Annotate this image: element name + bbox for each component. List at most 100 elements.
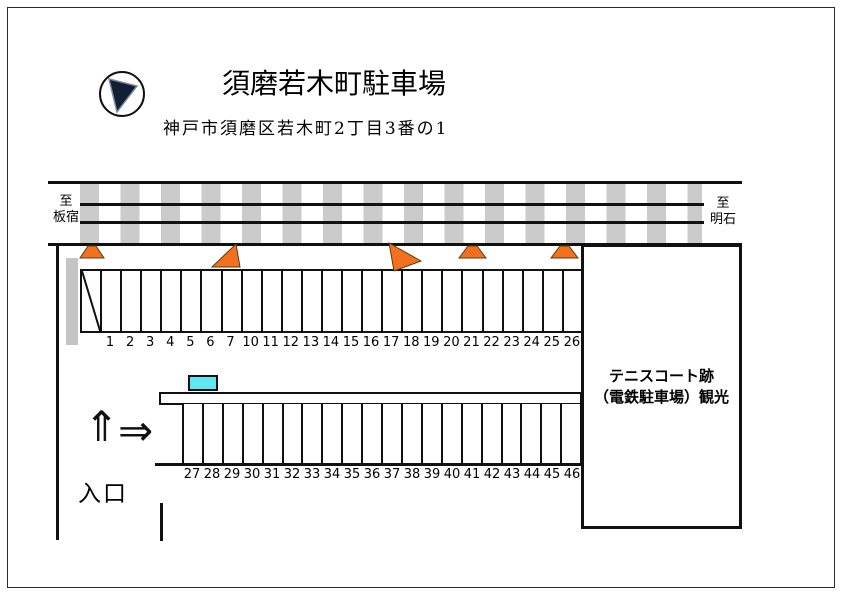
parking-space bbox=[261, 404, 282, 464]
space-number-label: 15 bbox=[342, 335, 360, 350]
parking-space bbox=[243, 271, 263, 331]
parking-space bbox=[283, 271, 303, 331]
space-number-label: 46 bbox=[563, 467, 581, 482]
destination-label-akashi: 至 明石 bbox=[702, 196, 744, 228]
row-bottom-cells bbox=[182, 404, 582, 464]
space-number-label: 37 bbox=[383, 467, 401, 482]
destination-name: 板宿 bbox=[52, 210, 79, 225]
parking-space bbox=[564, 271, 582, 331]
company-logo-icon bbox=[99, 71, 145, 117]
space-number-label: 40 bbox=[443, 467, 461, 482]
parking-space bbox=[182, 404, 202, 464]
space-number-label: 16 bbox=[362, 335, 380, 350]
parking-space bbox=[363, 271, 384, 331]
space-number-label: 5 bbox=[186, 335, 195, 350]
parking-space bbox=[403, 271, 424, 331]
space-number-label: 31 bbox=[263, 467, 281, 482]
wall-gray-bar bbox=[66, 258, 78, 345]
parking-space bbox=[263, 271, 283, 331]
destination-prefix: 至 bbox=[59, 194, 73, 209]
space-number-label: 45 bbox=[543, 467, 561, 482]
parking-space bbox=[202, 271, 223, 331]
parking-space bbox=[500, 404, 521, 464]
parking-space bbox=[142, 271, 163, 331]
destination-prefix: 至 bbox=[716, 196, 730, 211]
space-number-label: 1 bbox=[105, 335, 115, 350]
page-border bbox=[7, 7, 835, 588]
entrance-label: 入口 bbox=[78, 481, 128, 507]
railway-ties bbox=[80, 184, 702, 244]
parking-space bbox=[303, 271, 323, 331]
parking-space bbox=[423, 271, 444, 331]
parking-space bbox=[321, 404, 341, 464]
landmark-tennis-court-box: テニスコート跡 （電鉄駐車場）観光 bbox=[581, 244, 742, 529]
destination-name: 明石 bbox=[709, 212, 736, 227]
parking-space bbox=[301, 404, 321, 464]
parking-space bbox=[544, 271, 564, 331]
space-number-label: 7 bbox=[226, 335, 235, 350]
space-number-label: 34 bbox=[323, 467, 341, 482]
attendant-hut bbox=[188, 375, 218, 391]
parking-space bbox=[463, 271, 484, 331]
railway-rail-line bbox=[80, 203, 704, 206]
diagonal-line bbox=[82, 271, 100, 331]
railway-rail-line bbox=[80, 221, 704, 224]
parking-space bbox=[182, 271, 203, 331]
space-number-label: 43 bbox=[503, 467, 521, 482]
parking-space bbox=[343, 271, 364, 331]
space-number-label: 41 bbox=[463, 467, 481, 482]
parking-space bbox=[162, 271, 183, 331]
site-left-boundary bbox=[56, 246, 59, 540]
space-number-label: 17 bbox=[382, 335, 400, 350]
parking-space bbox=[484, 271, 504, 331]
space-number-label: 32 bbox=[283, 467, 301, 482]
space-number-label: 24 bbox=[523, 335, 540, 350]
parking-space bbox=[122, 271, 143, 331]
space-number-label: 22 bbox=[483, 335, 500, 350]
space-number-label: 13 bbox=[302, 335, 320, 350]
page-title: 須磨若木町駐車場 bbox=[222, 67, 447, 100]
space-number-label: 2 bbox=[125, 335, 135, 350]
space-number-label: 29 bbox=[223, 467, 241, 482]
parking-space bbox=[420, 404, 441, 464]
landmark-line2: （電鉄駐車場）観光 bbox=[593, 387, 729, 406]
boundary-stub-line bbox=[160, 503, 163, 541]
parking-space bbox=[400, 404, 421, 464]
parking-space bbox=[201, 404, 222, 464]
parking-space bbox=[524, 271, 544, 331]
space-number-label: 3 bbox=[146, 335, 155, 350]
parking-space bbox=[221, 404, 242, 464]
space-number-label: 12 bbox=[282, 335, 300, 350]
parking-space bbox=[383, 271, 404, 331]
space-number-label: 42 bbox=[483, 467, 501, 482]
address-text: 神戸市須磨区若木町2丁目3番の1 bbox=[163, 119, 449, 139]
parking-space bbox=[504, 271, 524, 331]
space-number-label: 20 bbox=[443, 335, 460, 350]
parking-space bbox=[540, 404, 560, 464]
parking-space bbox=[381, 404, 401, 464]
space-number-label: 18 bbox=[402, 335, 420, 350]
space-number-label: 10 bbox=[242, 335, 259, 350]
parking-space bbox=[443, 271, 464, 331]
space-number-label: 26 bbox=[563, 335, 581, 350]
space-number-label: 14 bbox=[322, 335, 340, 350]
space-number-label: 11 bbox=[262, 335, 279, 350]
parking-space bbox=[102, 271, 123, 331]
railway-top-rail bbox=[48, 181, 742, 184]
space-number-label: 28 bbox=[203, 467, 221, 482]
space-number-label: 25 bbox=[543, 335, 561, 350]
parking-space bbox=[223, 271, 243, 331]
landmark-line1: テニスコート跡 bbox=[608, 366, 714, 385]
space-number-label: 33 bbox=[303, 467, 321, 482]
space-number-label: 27 bbox=[183, 467, 201, 482]
parking-space bbox=[361, 404, 381, 464]
up-arrow-icon: ⇑ bbox=[84, 402, 120, 451]
space-number-label: 39 bbox=[423, 467, 441, 482]
space-number-label: 6 bbox=[206, 335, 215, 350]
space-number-label: 23 bbox=[503, 335, 520, 350]
space-number-label: 36 bbox=[363, 467, 381, 482]
parking-space bbox=[241, 404, 262, 464]
parking-space bbox=[480, 404, 501, 464]
